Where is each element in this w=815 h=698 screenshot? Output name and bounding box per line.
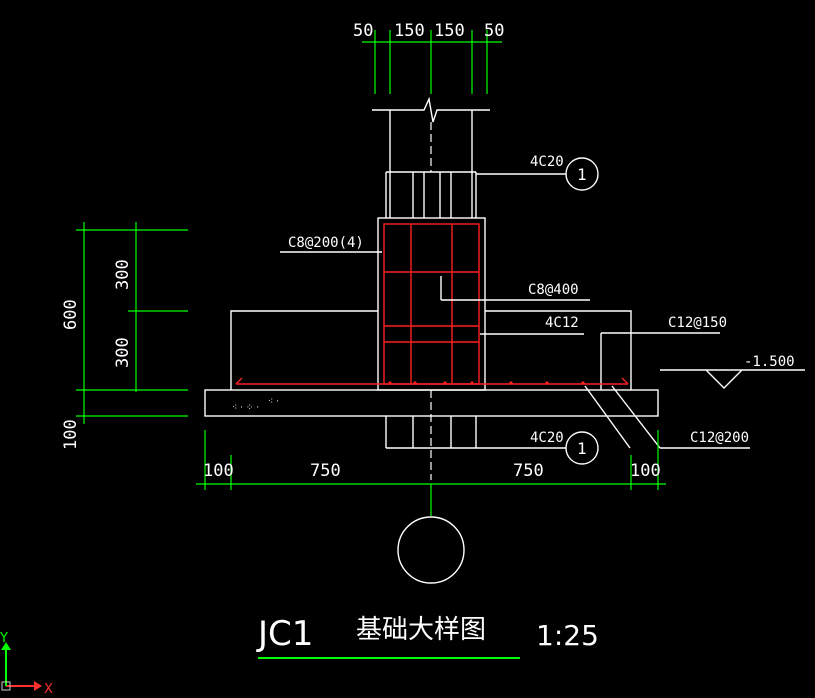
bottom-dim-100-right: 100 (630, 461, 661, 481)
label-4c20-bottom: 4C20 (530, 430, 564, 446)
drawing-title: JC1 基础大样图 1:25 (256, 614, 599, 659)
column-outline (372, 96, 490, 218)
bottom-dim-100-left: 100 (203, 461, 234, 481)
section-callout-top (565, 157, 599, 191)
grid-axis-bubble (397, 516, 465, 584)
top-dimension-chain: 50 150 150 50 (353, 21, 504, 94)
bottom-dimension-chain: 100 750 750 100 (196, 430, 666, 516)
elevation-mark: -1.500 (660, 354, 805, 389)
svg-text:⁖ ·: ⁖ · (268, 397, 279, 407)
left-dim-600: 600 (61, 299, 81, 330)
title-code: JC1 (256, 614, 313, 654)
top-dim-4: 50 (484, 21, 504, 41)
rebar-annotations: 4C20 1 C8@200(4) C8@400 4C12 C12@150 C12… (280, 154, 750, 465)
left-dimension-chain: 300 300 600 100 (61, 222, 188, 450)
label-stirrup-pedestal: C8@400 (528, 282, 579, 298)
left-dim-300-upper: 300 (113, 259, 133, 290)
section-callout-bottom (565, 431, 599, 465)
bottom-dim-750-left: 750 (310, 461, 341, 481)
label-slab-bottom-bars: C12@200 (690, 430, 749, 446)
callout-number-top: 1 (577, 165, 587, 184)
label-4c20-top: 4C20 (530, 154, 564, 170)
bottom-dim-750-right: 750 (513, 461, 544, 481)
left-dim-100: 100 (61, 419, 81, 450)
ucs-icon: X Y (0, 631, 53, 697)
top-dim-1: 50 (353, 21, 373, 41)
ucs-x-label: X (44, 682, 53, 697)
left-dim-300-lower: 300 (113, 337, 133, 368)
label-slab-top-bars: C12@150 (668, 315, 727, 331)
title-scale: 1:25 (536, 619, 599, 652)
label-stirrup-column: C8@200(4) (288, 235, 364, 251)
title-name: 基础大样图 (356, 615, 486, 645)
callout-number-bottom: 1 (577, 439, 587, 458)
top-dim-3: 150 (434, 21, 465, 41)
label-pedestal-bars: 4C12 (545, 315, 579, 331)
elevation-value: -1.500 (744, 354, 795, 370)
top-dim-2: 150 (394, 21, 425, 41)
ucs-y-label: Y (0, 631, 8, 646)
rebar-group (235, 223, 629, 385)
column-lines-below (385, 390, 566, 480)
svg-text:⁖ · ⁘ ·: ⁖ · ⁘ · (232, 403, 259, 413)
